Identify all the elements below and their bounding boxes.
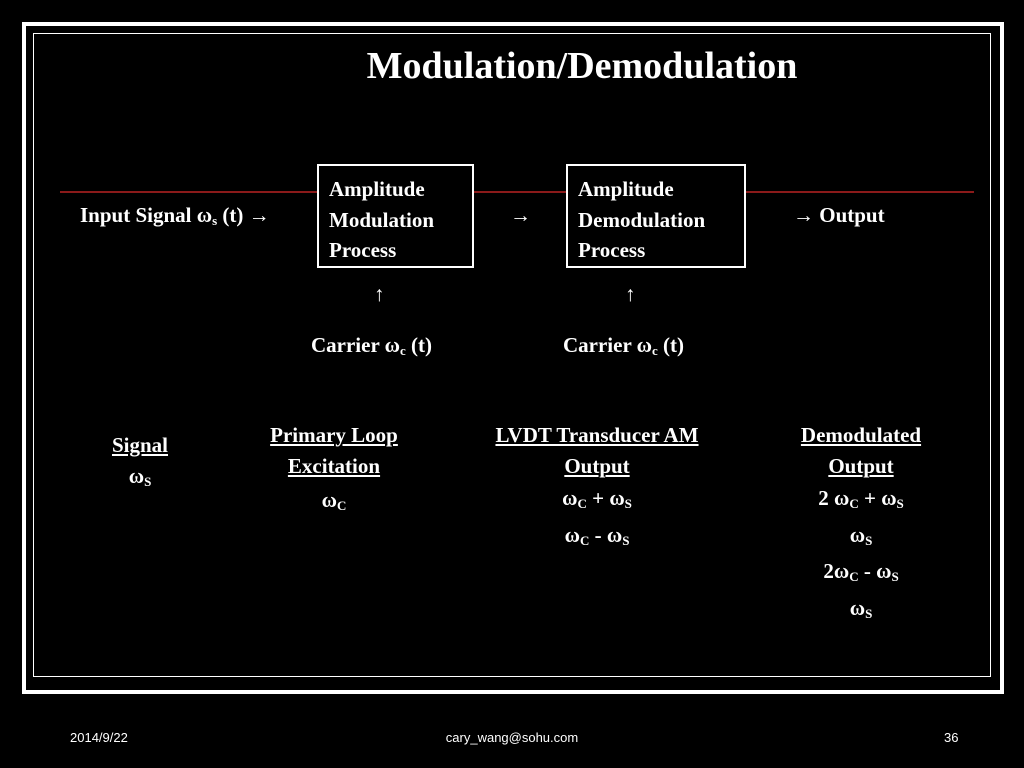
- arrow-up-icon: ↑: [374, 282, 385, 306]
- red-divider-line: [60, 191, 974, 193]
- minus-sign: -: [594, 522, 602, 547]
- amplitude-modulation-box: Amplitude Modulation Process: [317, 164, 474, 268]
- excitation-heading-line: Primary Loop: [270, 423, 398, 447]
- excitation-heading-line: Excitation: [287, 453, 381, 478]
- footer-page-number: 36: [944, 730, 959, 745]
- omega-symbol: ω: [562, 486, 578, 510]
- subscript: C: [849, 496, 859, 511]
- input-signal-text: Input Signal: [80, 203, 192, 227]
- subscript: S: [891, 569, 899, 584]
- carrier-label-demod: Carrier ωc (t): [563, 333, 684, 359]
- box-line: Process: [578, 238, 646, 262]
- subscript: S: [896, 496, 904, 511]
- omega-symbol: ω: [849, 595, 866, 620]
- demod-heading-line: Demodulated: [800, 423, 922, 447]
- box-line: Amplitude: [329, 177, 425, 201]
- output-label: → Output: [793, 203, 885, 228]
- subscript: S: [144, 473, 152, 489]
- carrier-text: Carrier: [563, 333, 632, 357]
- time-term: (t): [222, 203, 244, 227]
- footer-email: cary_wang@sohu.com: [445, 730, 579, 745]
- coefficient: 2: [823, 559, 834, 583]
- box-line: Amplitude: [578, 177, 674, 201]
- time-term: (t): [411, 333, 433, 357]
- arrow-right-icon: →: [793, 203, 814, 227]
- subscript: C: [849, 569, 859, 584]
- subscript: S: [624, 496, 632, 511]
- slide-title: Modulation/Demodulation: [366, 45, 798, 87]
- subscript: C: [336, 498, 347, 513]
- omega-symbol: ω: [564, 522, 580, 547]
- demod-row-2: ωS: [770, 520, 952, 557]
- carrier-text: Carrier: [311, 333, 380, 357]
- omega-symbol: ω: [384, 333, 401, 357]
- excitation-row: ωC: [234, 485, 434, 522]
- omega-symbol: ω: [881, 486, 897, 510]
- demod-column: Demodulated Output 2 ωC + ωS ωS 2ωC - ωS…: [770, 420, 952, 629]
- subscript: S: [865, 605, 873, 621]
- amplitude-demodulation-box: Amplitude Demodulation Process: [566, 164, 746, 268]
- lvdt-heading-line: Output: [564, 453, 630, 478]
- slide-frame-outer: [22, 22, 1004, 694]
- subscript: C: [577, 496, 587, 511]
- input-signal-label: Input Signal ωs (t) →: [80, 203, 270, 229]
- box-line: Modulation: [329, 207, 435, 232]
- arrow-right-icon: →: [248, 203, 270, 227]
- minus-sign: -: [863, 559, 871, 583]
- subscript: S: [865, 532, 873, 548]
- omega-symbol: ω: [128, 463, 145, 488]
- signal-heading: Signal: [111, 433, 169, 457]
- plus-sign: +: [863, 486, 876, 510]
- footer-date: 2014/9/22: [70, 730, 128, 745]
- demod-heading-line: Output: [828, 453, 894, 478]
- input-subscript: s: [212, 213, 218, 228]
- demod-row-1: 2 ωC + ωS: [770, 483, 952, 520]
- omega-symbol: ω: [833, 486, 850, 510]
- lvdt-column: LVDT Transducer AM Output ωC + ωS ωC - ω…: [462, 420, 732, 556]
- omega-symbol: ω: [849, 522, 866, 547]
- omega-symbol: ω: [196, 203, 213, 227]
- box-line: Process: [329, 238, 397, 262]
- omega-symbol: ω: [833, 559, 850, 583]
- box-line: Demodulation: [578, 207, 706, 232]
- carrier-subscript: c: [652, 343, 658, 358]
- slide-frame-inner: [33, 33, 991, 677]
- omega-symbol: ω: [876, 559, 892, 583]
- subscript: C: [579, 532, 590, 548]
- coefficient: 2: [818, 486, 829, 510]
- omega-symbol: ω: [609, 486, 625, 510]
- excitation-column: Primary Loop Excitation ωC: [234, 420, 434, 522]
- time-term: (t): [663, 333, 685, 357]
- signal-row: ωS: [90, 461, 190, 498]
- carrier-subscript: c: [400, 343, 406, 358]
- lvdt-row-diff: ωC - ωS: [462, 520, 732, 557]
- demod-row-4: ωS: [770, 593, 952, 630]
- omega-symbol: ω: [636, 333, 653, 357]
- plus-sign: +: [592, 486, 605, 510]
- omega-symbol: ω: [321, 488, 337, 512]
- lvdt-heading-line: LVDT Transducer AM: [495, 423, 699, 447]
- omega-symbol: ω: [606, 522, 623, 547]
- demod-row-3: 2ωC - ωS: [770, 556, 952, 593]
- arrow-right-icon: →: [510, 203, 531, 227]
- output-text: Output: [819, 203, 885, 227]
- arrow-up-icon: ↑: [625, 282, 636, 306]
- carrier-label-mod: Carrier ωc (t): [311, 333, 432, 359]
- lvdt-row-sum: ωC + ωS: [462, 483, 732, 520]
- signal-column: Signal ωS: [90, 430, 190, 497]
- subscript: S: [622, 532, 630, 548]
